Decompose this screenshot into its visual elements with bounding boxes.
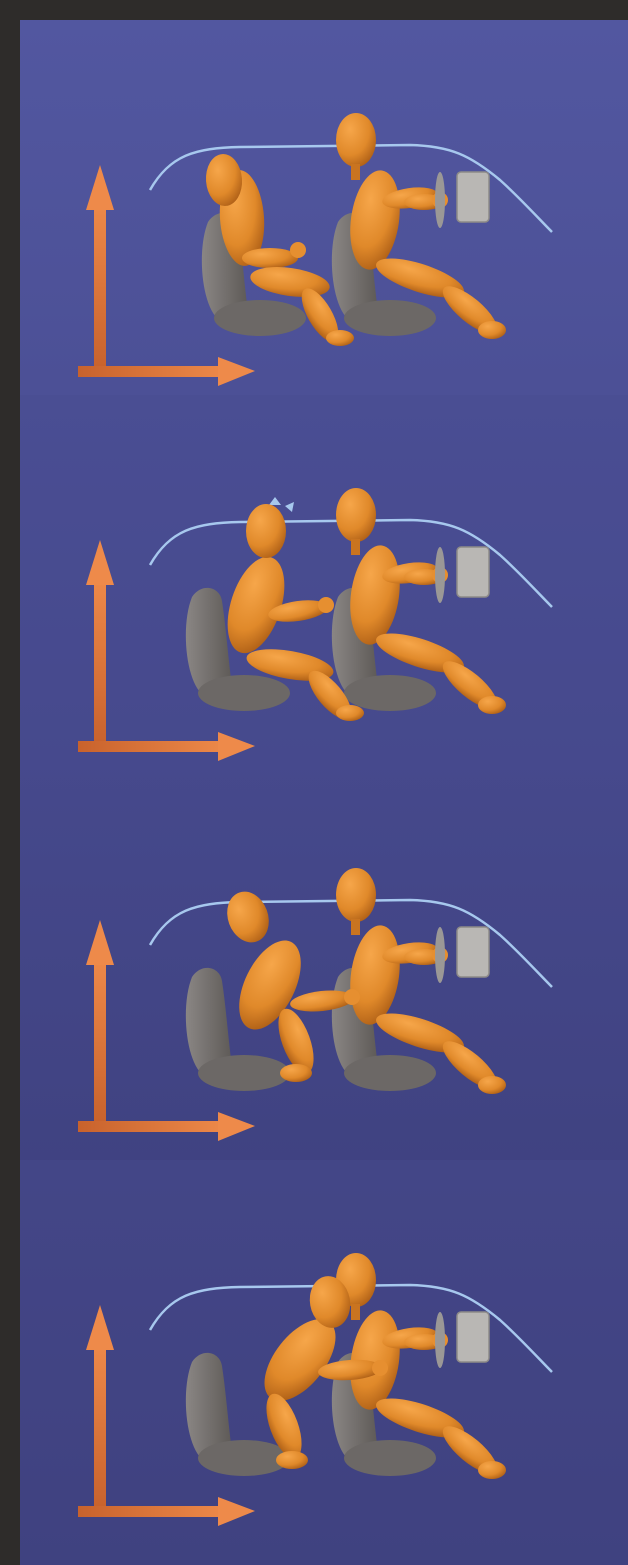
crash-sequence-illustration bbox=[0, 0, 628, 1565]
